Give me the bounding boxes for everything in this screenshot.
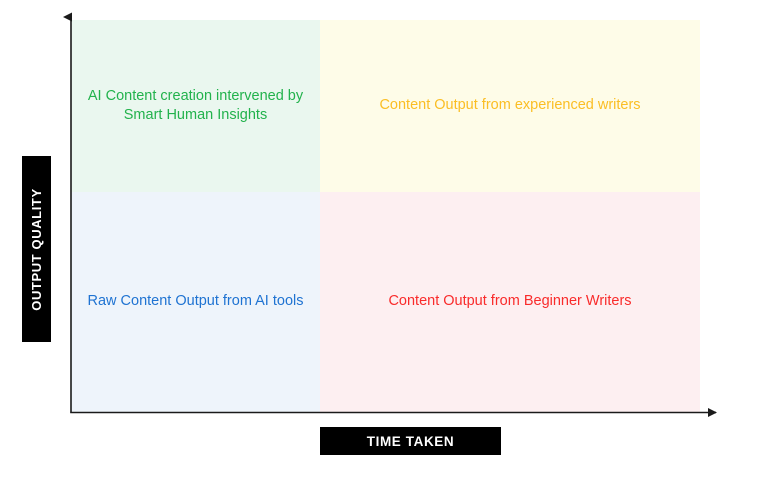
x-axis-title: TIME TAKEN [320, 427, 501, 455]
quadrant-bottom-left-label: Raw Content Output from AI tools [87, 293, 304, 310]
quadrant-bottom-right-label: Content Output from Beginner Writers [388, 293, 632, 310]
quadrant-top-left-label: AI Content creation intervened by Smart … [87, 87, 304, 123]
quadrant-grid: AI Content creation intervened by Smart … [71, 20, 700, 412]
quadrant-top-right: Content Output from experienced writers [320, 20, 700, 192]
y-axis-title: OUTPUT QUALITY [22, 156, 51, 342]
quadrant-bottom-right: Content Output from Beginner Writers [320, 192, 700, 412]
quadrant-top-right-label: Content Output from experienced writers [379, 97, 641, 114]
quadrant-top-left: AI Content creation intervened by Smart … [71, 20, 320, 192]
y-axis-title-label: OUTPUT QUALITY [29, 187, 45, 311]
quadrant-bottom-left: Raw Content Output from AI tools [71, 192, 320, 412]
x-axis-title-label: TIME TAKEN [366, 433, 455, 449]
